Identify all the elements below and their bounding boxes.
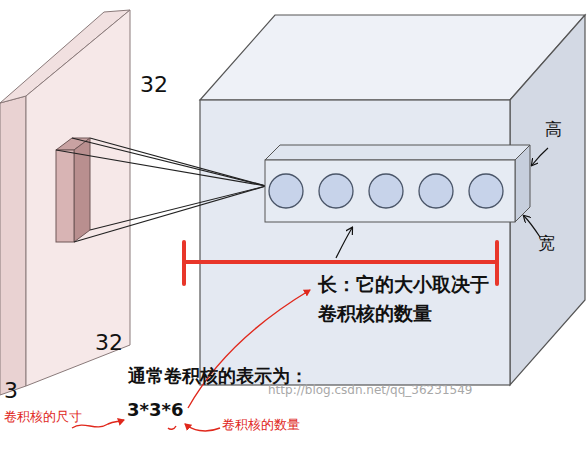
output-volume: [200, 15, 585, 385]
annotation-arrows: [72, 290, 310, 431]
kernel-notation: 3*3*6: [127, 400, 183, 421]
watermark: http://blog.csdn.net/qq_36231549: [268, 384, 472, 398]
input-slab: [0, 10, 130, 395]
length-note: 长：它的大小取决于 卷积核的数量: [318, 270, 494, 327]
leader-arrows: [336, 148, 548, 258]
kernel-count-note: 卷积核的数量: [222, 418, 300, 433]
receptive-field: [56, 138, 90, 242]
depth-label: 3: [4, 378, 18, 403]
dimension-label: 32: [140, 72, 168, 97]
kernel-size-note: 卷积核的尺寸: [4, 410, 82, 425]
dimension-label: 32: [95, 330, 123, 355]
depth-column: [265, 145, 530, 222]
height-label: 高: [545, 120, 562, 140]
width-label: 宽: [538, 234, 555, 254]
projection-lines: [56, 138, 266, 242]
